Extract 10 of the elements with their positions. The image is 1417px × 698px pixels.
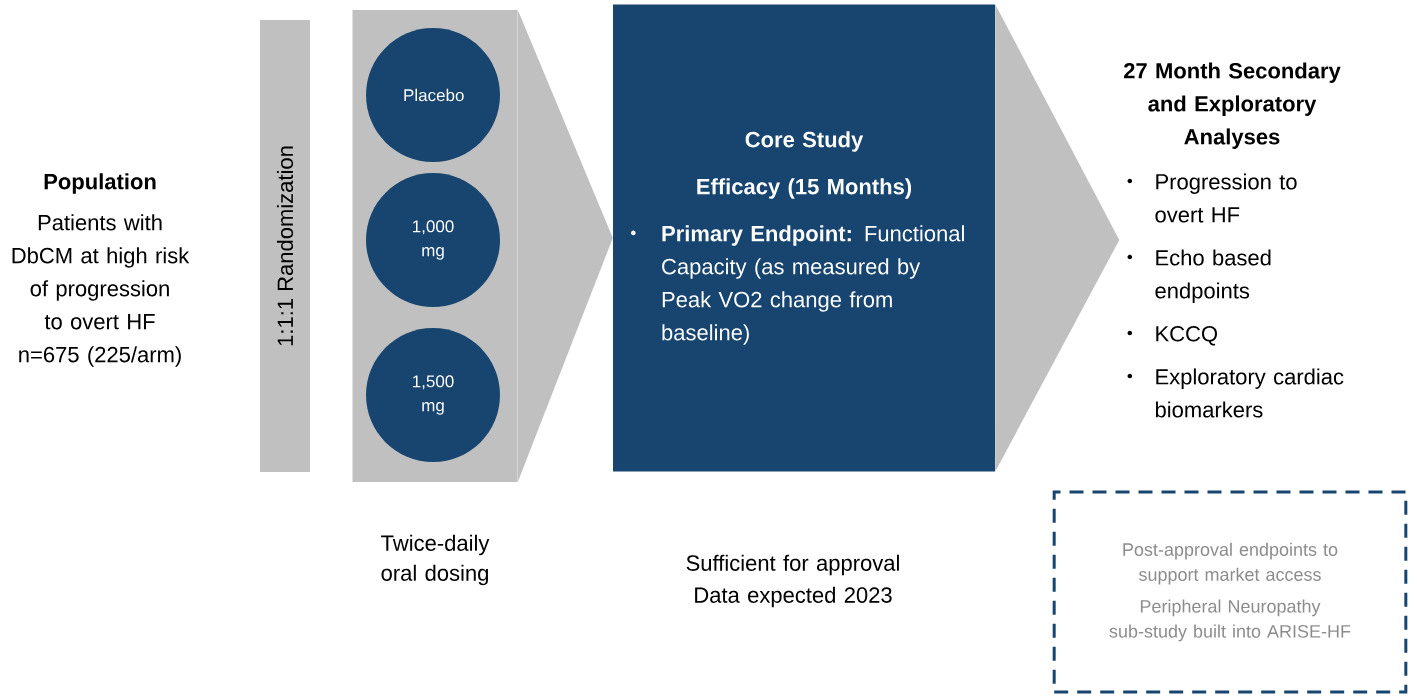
caption-text: Data expected 2023: [695, 586, 892, 608]
caption-text: Twice-daily oral dosing: [381, 534, 490, 586]
population-text: Population Patients with DbCM at high risk of progression to overt HF n=675 (225/arm): [12, 173, 190, 367]
analyses-text: 27 Month Secondary and Exploratory Analyses Progression to overt HF Echo based endpoints KCCQ Exploratory cardiac biomarkers: [1123, 62, 1344, 418]
caption-text: Sufficient for approval: [686, 554, 899, 576]
core-study-box: Core Study Efficacy (15 Months) Primary Endpoint: Functional Capacity (as measured by Peak VO2 change from baseline): [613, 4, 995, 472]
randomization-bar: 1:1:1 Randomization: [260, 20, 310, 472]
chevron-arrow: [517, 9, 613, 483]
chevron-arrow: [995, 4, 1120, 472]
dashed-box: Post-approval endpoints to support market access Peripheral Neuropathy sub-study built into ARISE-HF: [1052, 490, 1408, 694]
